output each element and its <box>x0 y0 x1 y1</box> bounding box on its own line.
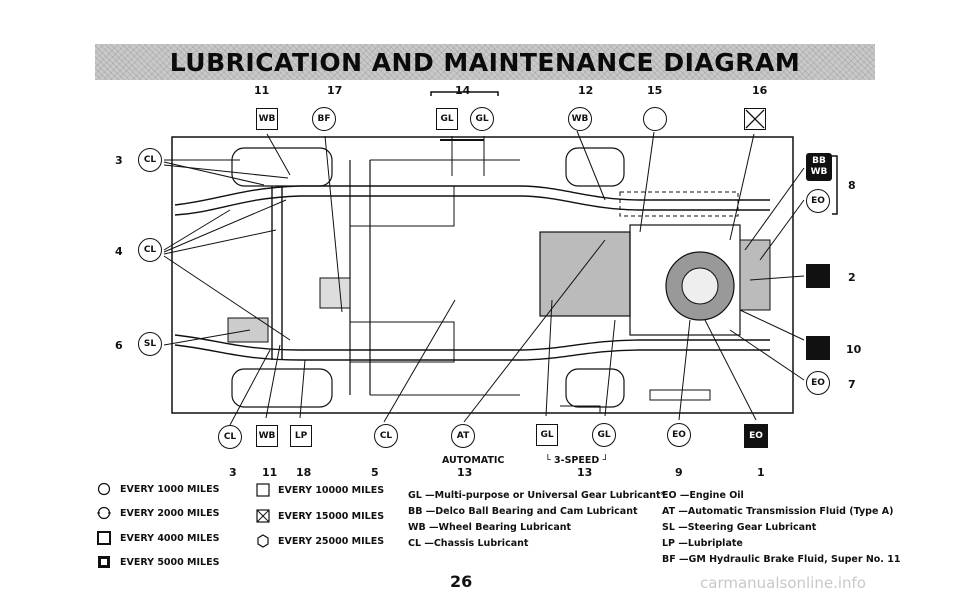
lubricant-bf: BF —GM Hydraulic Brake Fluid, Super No. … <box>662 554 901 565</box>
circle-dash-2000-icon <box>97 506 111 520</box>
interval-25000: EVERY 25000 MILES <box>278 536 385 547</box>
label-15-top: 15 <box>647 84 663 97</box>
label-18-bottom: 18 <box>296 466 312 479</box>
transaxle <box>539 231 631 317</box>
label-13-3speed: 13 <box>577 466 593 479</box>
interval-1000: EVERY 1000 MILES <box>120 484 220 495</box>
hex-symbol-15 <box>643 107 667 131</box>
title-banner: LUBRICATION AND MAINTENANCE DIAGRAM <box>95 44 875 80</box>
automatic-caption: AUTOMATIC <box>442 455 505 466</box>
bb-label: BB <box>812 156 826 166</box>
label-11-bottom: 11 <box>262 466 278 479</box>
label-17-top: 17 <box>327 84 343 97</box>
wheel-rear-left <box>565 147 625 187</box>
page-number: 26 <box>450 572 473 591</box>
wb-label: WB <box>810 167 828 177</box>
wb-box-top: WB <box>256 108 278 130</box>
label-16-top: 16 <box>752 84 768 97</box>
label-13-automatic: 13 <box>457 466 473 479</box>
sl-circle-6: SL <box>138 332 162 356</box>
circle-1000-icon <box>97 482 111 496</box>
watermark: carmanualsonline.info <box>700 574 866 592</box>
gl-circle-bottom: GL <box>592 423 616 447</box>
cl-circle-bottom-5: CL <box>374 424 398 448</box>
lubricant-wb: WB —Wheel Bearing Lubricant <box>408 522 572 533</box>
three-speed-caption: └ 3-SPEED ┘ <box>545 455 609 466</box>
wb-circle-top: WB <box>568 107 592 131</box>
frame-rail-top <box>174 185 770 206</box>
square-dash-4000-icon <box>97 531 111 545</box>
label-5-bottom: 5 <box>371 466 379 479</box>
x-box-16-icon <box>744 108 766 130</box>
interval-10000: EVERY 10000 MILES <box>278 485 385 496</box>
label-2-right: 2 <box>848 271 856 284</box>
bb-wb-box-8: BB WB <box>806 153 832 181</box>
eo-circle-7: EO <box>806 371 830 395</box>
hex-25000-icon <box>257 534 269 548</box>
eo-circle-bottom-9: EO <box>667 423 691 447</box>
lubricant-gl: GL —Multi-purpose or Universal Gear Lubr… <box>408 490 666 501</box>
lubricant-at: AT —Automatic Transmission Fluid (Type A… <box>662 506 894 517</box>
label-10-right: 10 <box>846 343 862 356</box>
three-speed-text: 3-SPEED <box>554 455 600 466</box>
dark-square-10-icon <box>806 336 830 360</box>
label-12-top: 12 <box>578 84 594 97</box>
diagram-title: LUBRICATION AND MAINTENANCE DIAGRAM <box>169 48 801 77</box>
square-dark-5000-icon <box>98 556 110 568</box>
wheel-front-left <box>231 147 333 187</box>
lubricant-sl: SL —Steering Gear Lubricant <box>662 522 817 533</box>
xbox-15000-icon <box>256 509 270 523</box>
cl-circle-bottom-3: CL <box>218 425 242 449</box>
label-4-left: 4 <box>115 245 123 258</box>
dark-square-2-icon <box>806 264 830 288</box>
bracket-8 <box>832 155 838 215</box>
bracket-14 <box>430 91 499 96</box>
interval-15000: EVERY 15000 MILES <box>278 511 385 522</box>
wheel-rear-right <box>565 368 625 408</box>
eo-dark-box-bottom-1: EO <box>744 424 768 448</box>
interval-4000: EVERY 4000 MILES <box>120 533 220 544</box>
wb-box-bottom: WB <box>256 425 278 447</box>
label-9-bottom: 9 <box>675 466 683 479</box>
interval-5000: EVERY 5000 MILES <box>120 557 220 568</box>
cl-circle-3: CL <box>138 148 162 172</box>
lubricant-cl: CL —Chassis Lubricant <box>408 538 529 549</box>
label-1-bottom: 1 <box>757 466 765 479</box>
label-3-left: 3 <box>115 154 123 167</box>
label-3-bottom: 3 <box>229 466 237 479</box>
cl-circle-4: CL <box>138 238 162 262</box>
wheel-front-right <box>231 368 333 408</box>
eo-circle-8: EO <box>806 189 830 213</box>
square-10000-icon <box>256 483 270 497</box>
diagram-frame <box>171 136 794 414</box>
label-11-top: 11 <box>254 84 270 97</box>
lubricant-bb: BB —Delco Ball Bearing and Cam Lubricant <box>408 506 638 517</box>
at-circle-bottom: AT <box>451 424 475 448</box>
gl-box-bottom: GL <box>536 424 558 446</box>
label-14-top: 14 <box>455 84 471 97</box>
gl-box-top: GL <box>436 108 458 130</box>
lubricant-eo: EO —Engine Oil <box>662 490 744 501</box>
interval-2000: EVERY 2000 MILES <box>120 508 220 519</box>
label-8-right: 8 <box>848 179 856 192</box>
gl-circle-top: GL <box>470 107 494 131</box>
lubricant-lp: LP —Lubriplate <box>662 538 743 549</box>
bf-circle-top: BF <box>312 107 336 131</box>
lp-box-bottom: LP <box>290 425 312 447</box>
frame-rail-bottom <box>174 344 770 361</box>
label-6-left: 6 <box>115 339 123 352</box>
label-7-right: 7 <box>848 378 856 391</box>
